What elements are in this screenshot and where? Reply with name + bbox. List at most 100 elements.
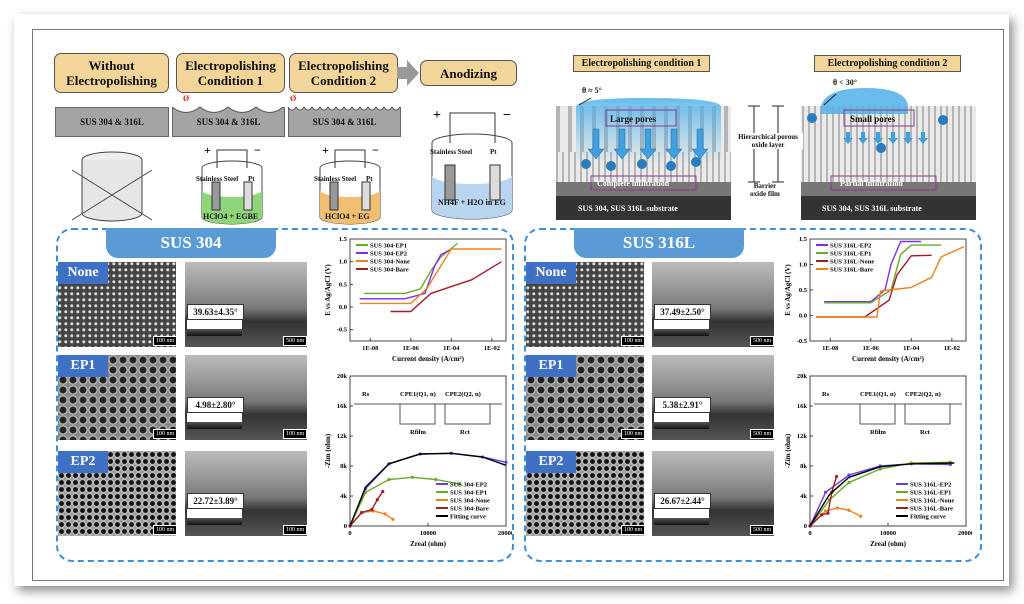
legend-label: SUS 316L-Bare: [830, 267, 873, 274]
legend-label: SUS 316L-EP2: [910, 482, 951, 489]
inset-label: Rfilm: [870, 429, 886, 436]
scallop-surface: [172, 106, 400, 113]
circuit-loop: [399, 404, 436, 425]
svg-text:+: +: [204, 143, 211, 157]
legend-label: SUS 304-None: [450, 498, 490, 505]
data-point: [375, 498, 379, 502]
layer-label: Hierarchical porous oxide layer: [733, 133, 803, 149]
x-tick-label: 1E-06: [403, 345, 420, 352]
anode-label: Stainless Steel: [430, 148, 473, 156]
condition-badge: EP1: [58, 355, 108, 377]
condition-badge: EP2: [526, 451, 576, 473]
data-point: [835, 506, 839, 510]
y-tick-label: 0.0: [339, 304, 347, 311]
x-tick-label: 0: [808, 530, 811, 537]
condition-badge: EP1: [526, 355, 576, 377]
circuit-loop: [904, 404, 951, 425]
droplet-image: [654, 509, 709, 525]
x-tick-label: 1E-02: [944, 345, 960, 352]
series-line: [364, 242, 458, 295]
x-tick-label: 1E-02: [484, 345, 500, 352]
y-tick-label: 8k: [340, 463, 347, 470]
y-tick-label: 16k: [337, 403, 348, 410]
legend-label: SUS 304-EP1: [370, 243, 407, 250]
data-point: [383, 512, 387, 516]
y-axis-label: E vs Ag/AgCl (V): [324, 264, 332, 316]
scale-bar: 500 nm: [750, 525, 775, 535]
data-point: [387, 477, 391, 482]
inset-label: Rs: [822, 391, 830, 398]
data-point: [434, 477, 438, 482]
legend-label: SUS 316L-None: [910, 498, 954, 505]
condition-badge: None: [58, 262, 108, 284]
svg-text:−: −: [503, 108, 511, 123]
arrow-right-icon: [397, 60, 419, 86]
substrate-condition1: SUS 304, SUS 316L substrate: [578, 204, 678, 213]
y-tick-label: 20k: [797, 373, 808, 380]
legend-label: SUS 304-EP1: [450, 490, 487, 497]
scale-bar: 100 nm: [621, 525, 646, 535]
legend-label: SUS 304-EP2: [450, 482, 487, 489]
substrate-plain: SUS 304 & 316L: [55, 107, 169, 137]
anode-label: Stainless Steel: [196, 175, 239, 183]
y-tick-label: 1.5: [799, 236, 808, 243]
plot-area: [809, 375, 967, 527]
scale-bar: 100 nm: [283, 525, 308, 535]
y-tick-label: -0.5: [337, 327, 348, 334]
data-point: [391, 517, 395, 521]
contact-angle: 37.49±2.50°: [654, 304, 711, 320]
x-axis-label: Current density (A/cm²): [852, 355, 925, 363]
y-tick-label: 1.0: [799, 262, 807, 269]
legend-label: Fitting curve: [450, 514, 486, 521]
y-tick-label: 1.0: [339, 259, 347, 266]
step-ep2: Electropolishing Condition 2: [289, 53, 398, 93]
pores-condition2: Small pores: [850, 114, 896, 124]
series-line: [824, 240, 921, 303]
droplet-image: [187, 509, 242, 525]
droplet-image: [187, 413, 242, 429]
nyquist-chart-sus316l: 0100002000004k8k12k16k20kZreal (ohm)-Zim…: [784, 373, 972, 548]
y-tick-label: 4k: [340, 493, 347, 500]
data-point: [824, 509, 828, 513]
y-tick-label: 0.5: [339, 281, 348, 288]
data-point: [847, 473, 851, 477]
data-point: [824, 490, 828, 494]
contact-angle: 4.98±2.80°: [187, 397, 244, 413]
data-point: [381, 489, 385, 494]
panel-sus316l-title: SUS 316L: [574, 228, 744, 258]
y-tick-label: 0: [344, 523, 347, 530]
substrate-label: SUS 304 & 316L: [80, 117, 144, 127]
legend-label: SUS 304-Bare: [370, 267, 409, 274]
y-tick-label: 16k: [797, 403, 808, 410]
data-point: [834, 474, 839, 479]
scale-bar: 500 nm: [283, 336, 308, 346]
step-label: Anodizing: [439, 65, 498, 81]
x-axis-label: Zreal (ohm): [870, 540, 907, 548]
y-tick-label: 8k: [800, 463, 807, 470]
step-label: Electropolishing Condition 2: [298, 58, 389, 88]
infiltration-condition1: Complete infiltration: [597, 179, 670, 188]
data-point: [370, 507, 374, 512]
inset-label: CPE1(Q1, n): [860, 391, 896, 398]
data-point: [826, 511, 830, 515]
step-anodizing: Anodizing: [420, 60, 517, 86]
x-tick-label: 10000: [880, 530, 896, 537]
droplet-image: [654, 320, 709, 336]
scale-bar: 100 nm: [153, 525, 178, 535]
scale-bar: 100 nm: [621, 429, 646, 439]
ep2-cell-icon: +−: [319, 143, 381, 225]
y-tick-label: 0.5: [799, 287, 808, 294]
substrate-ep2: SUS 304 & 316L: [288, 107, 401, 137]
y-axis-label: -Zim (ohm): [324, 433, 332, 468]
barrier-label: Barrier oxide film: [750, 182, 780, 198]
substrate-label: SUS 304 & 316L: [196, 117, 261, 127]
contact-angle: 26.67±2.44°: [654, 493, 711, 509]
svg-text:−: −: [372, 143, 379, 157]
angle-condition2: θ < 30°: [833, 78, 857, 87]
data-point: [847, 508, 851, 512]
circuit-loop: [444, 404, 491, 425]
x-tick-label: 1E-08: [822, 345, 839, 352]
series-line: [816, 245, 965, 318]
inset-label: CPE2(Q2, n): [445, 391, 481, 398]
